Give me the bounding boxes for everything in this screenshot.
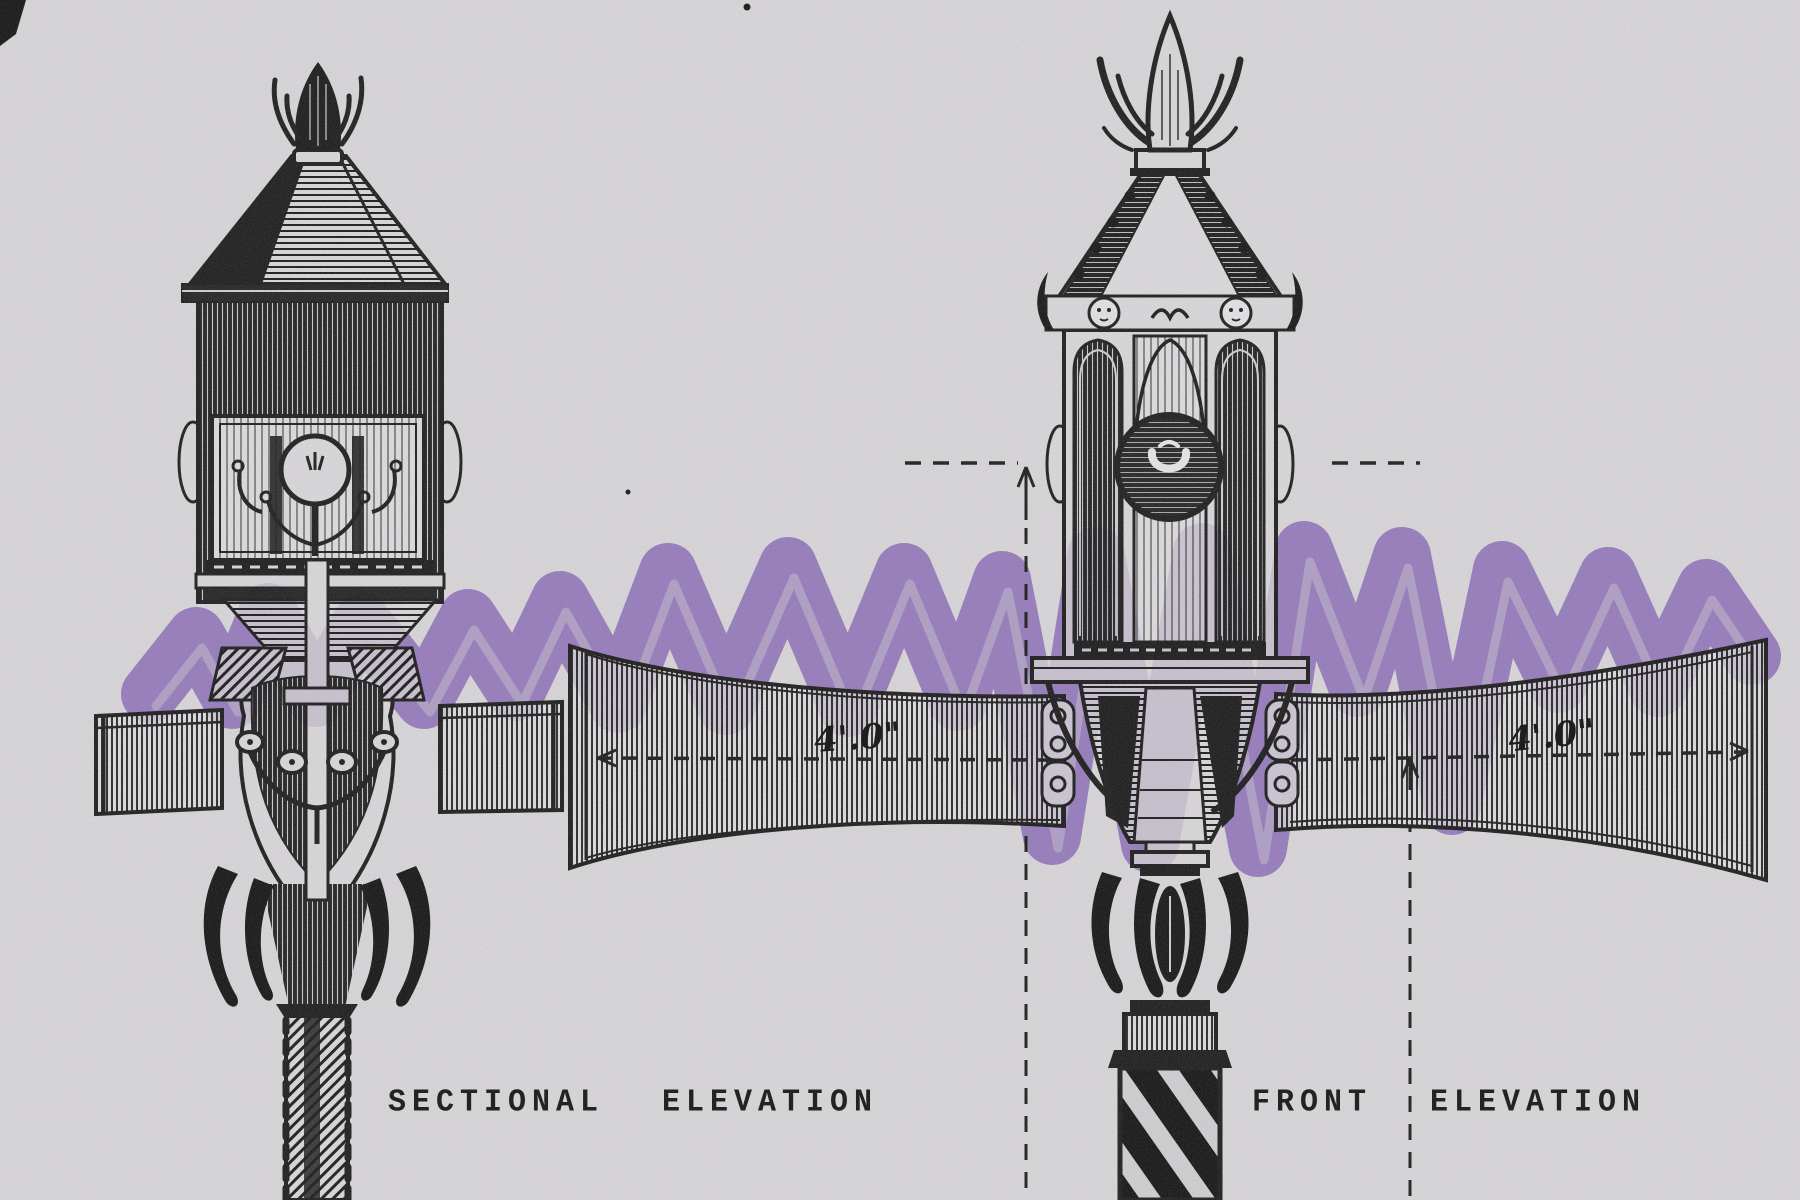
- caption-front-elevation: FRONT ELEVATION: [1252, 1085, 1647, 1121]
- dimension-left-arm: 4'.0": [812, 715, 903, 761]
- caption-sectional-elevation: SECTIONAL ELEVATION: [388, 1085, 879, 1121]
